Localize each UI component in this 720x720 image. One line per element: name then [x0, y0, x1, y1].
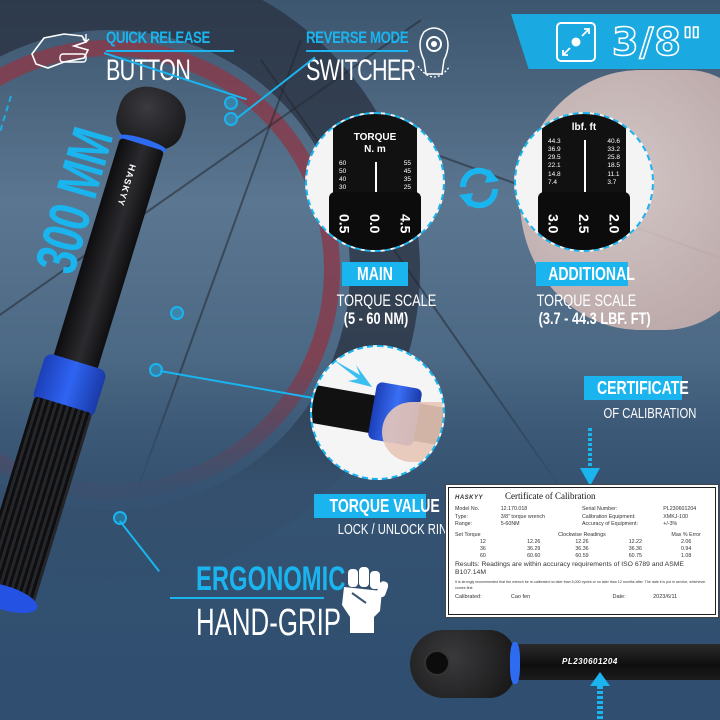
swap-scale-icon [459, 167, 499, 209]
main-scale-zoom: TORQUE N. m 605040302010 55453525155 0.5… [305, 112, 445, 252]
scale-hotspot[interactable] [170, 306, 184, 320]
reverse-switch-icon [417, 27, 451, 78]
ergonomic-label: ERGONOMIC [196, 560, 346, 598]
wrench-serial-view: PL230601204 [410, 630, 720, 700]
serial-number: PL230601204 [562, 657, 618, 666]
certificate-desc: OF CALIBRATION [603, 405, 697, 422]
main-scale-title: TORQUE N. m [353, 132, 397, 155]
main-scale-desc: TORQUE SCALE(5 - 60 NM) [336, 291, 437, 328]
additional-tag: ADDITIONAL [536, 262, 635, 286]
callout-underline [106, 50, 234, 52]
lock-ring-hotspot[interactable] [149, 363, 163, 377]
drive-size-banner: 3/8" [511, 14, 720, 69]
main-dial: 0.5 0.0 4.5 [329, 192, 421, 250]
drive-square [424, 650, 450, 676]
hand-grip-label: HAND-GRIP [196, 602, 341, 644]
bottom-ratchet-head [410, 630, 515, 698]
reverse-mode-callout: REVERSE MODE SWITCHER [306, 28, 458, 86]
callout-underline [306, 50, 408, 52]
resize-arrows-icon [556, 21, 596, 62]
main-tag: MAIN [342, 262, 408, 286]
fist-icon [342, 567, 388, 633]
up-arrow-icon [590, 672, 610, 686]
callout-line [170, 597, 324, 599]
grip-callout: ERGONOMIC HAND-GRIP [196, 562, 409, 648]
certificate-tag: CERTIFICATE [584, 376, 689, 400]
cert-title: Certificate of Calibration [505, 491, 596, 501]
zoom-finger [382, 402, 443, 462]
bottom-collar [510, 642, 520, 684]
drive-size-value: 3/8" [611, 19, 703, 65]
reverse-mode-label: REVERSE MODE [306, 28, 409, 47]
additional-dial: 3.0 2.5 2.0 [538, 192, 630, 250]
main-scale-barrel: TORQUE N. m 605040302010 55453525155 0.5… [329, 114, 421, 250]
torque-value-tag: TORQUE VALUE [314, 494, 440, 518]
lock-ring-zoom [310, 345, 445, 480]
quick-release-hotspot[interactable] [224, 96, 238, 110]
quick-release-callout: QUICK RELEASE BUTTON [106, 28, 239, 86]
button-label: BUTTON [106, 54, 191, 87]
bottom-shaft [518, 644, 720, 680]
additional-scale-desc: TORQUE SCALE(3.7 - 44.3 LBF. FT) [536, 291, 651, 328]
cert-footer: Calibrated: Cao fen Date: 2023/6/11 [455, 594, 678, 601]
push-arrow-icon [332, 359, 372, 387]
grip-hotspot[interactable] [113, 511, 127, 525]
reverse-switch-hotspot[interactable] [224, 112, 238, 126]
switcher-label: SWITCHER [306, 54, 416, 87]
cert-note: It is strongly recommended that the wren… [455, 579, 706, 590]
additional-scale-title: lbf. ft [571, 122, 597, 133]
calibration-certificate: HASKYY Certificate of Calibration Model … [445, 484, 719, 618]
hand-press-icon [31, 33, 90, 69]
quick-release-label: QUICK RELEASE [106, 28, 210, 47]
cert-logo: HASKYY [455, 495, 484, 501]
cert-results: Results: Readings are within accuracy re… [455, 561, 684, 577]
down-arrow-icon [580, 428, 600, 486]
lock-ring-desc: LOCK / UNLOCK RING [337, 521, 456, 538]
up-arrow-stem [597, 686, 603, 720]
